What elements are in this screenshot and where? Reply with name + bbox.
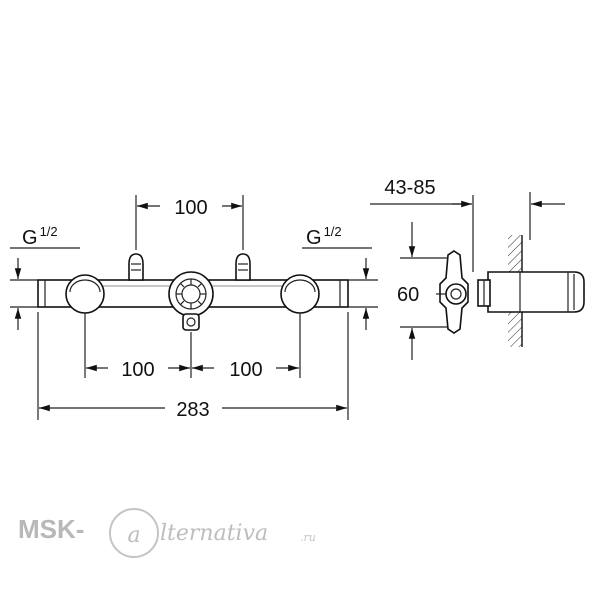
svg-text:.ru: .ru bbox=[300, 531, 316, 544]
left-outlet-boss bbox=[65, 274, 105, 314]
dimension-total-283 bbox=[37, 312, 349, 420]
dimension-label-depth: 43-85 bbox=[384, 177, 435, 199]
bottom-outlet bbox=[182, 313, 200, 331]
thread-callout-right bbox=[302, 247, 378, 330]
dimension-label-bottom-right: 100 bbox=[229, 359, 262, 381]
dimension-label-height: 60 bbox=[397, 284, 419, 306]
dimension-label-bottom-left: 100 bbox=[121, 359, 154, 381]
dimension-top-100 bbox=[135, 195, 244, 250]
center-cartridge bbox=[168, 271, 214, 317]
svg-text:lternativa: lternativa bbox=[160, 521, 268, 546]
watermark-logo: MSK- a lternativa .ru bbox=[18, 508, 316, 558]
dimension-bottom-left-100 bbox=[84, 313, 301, 378]
dimension-side-height bbox=[400, 222, 448, 360]
svg-text:MSK-: MSK- bbox=[18, 514, 84, 544]
dimension-label-top: 100 bbox=[174, 197, 207, 219]
thread-callout-left bbox=[10, 247, 80, 330]
wall-section bbox=[508, 192, 531, 347]
right-top-inlet bbox=[235, 253, 251, 281]
dimension-side-depth bbox=[370, 195, 565, 272]
valve-body-side bbox=[439, 250, 585, 334]
dimension-label-total: 283 bbox=[176, 399, 209, 421]
left-top-inlet bbox=[128, 253, 144, 281]
right-outlet-boss bbox=[280, 274, 320, 314]
valve-body-front bbox=[37, 253, 349, 331]
svg-text:a: a bbox=[127, 523, 140, 548]
